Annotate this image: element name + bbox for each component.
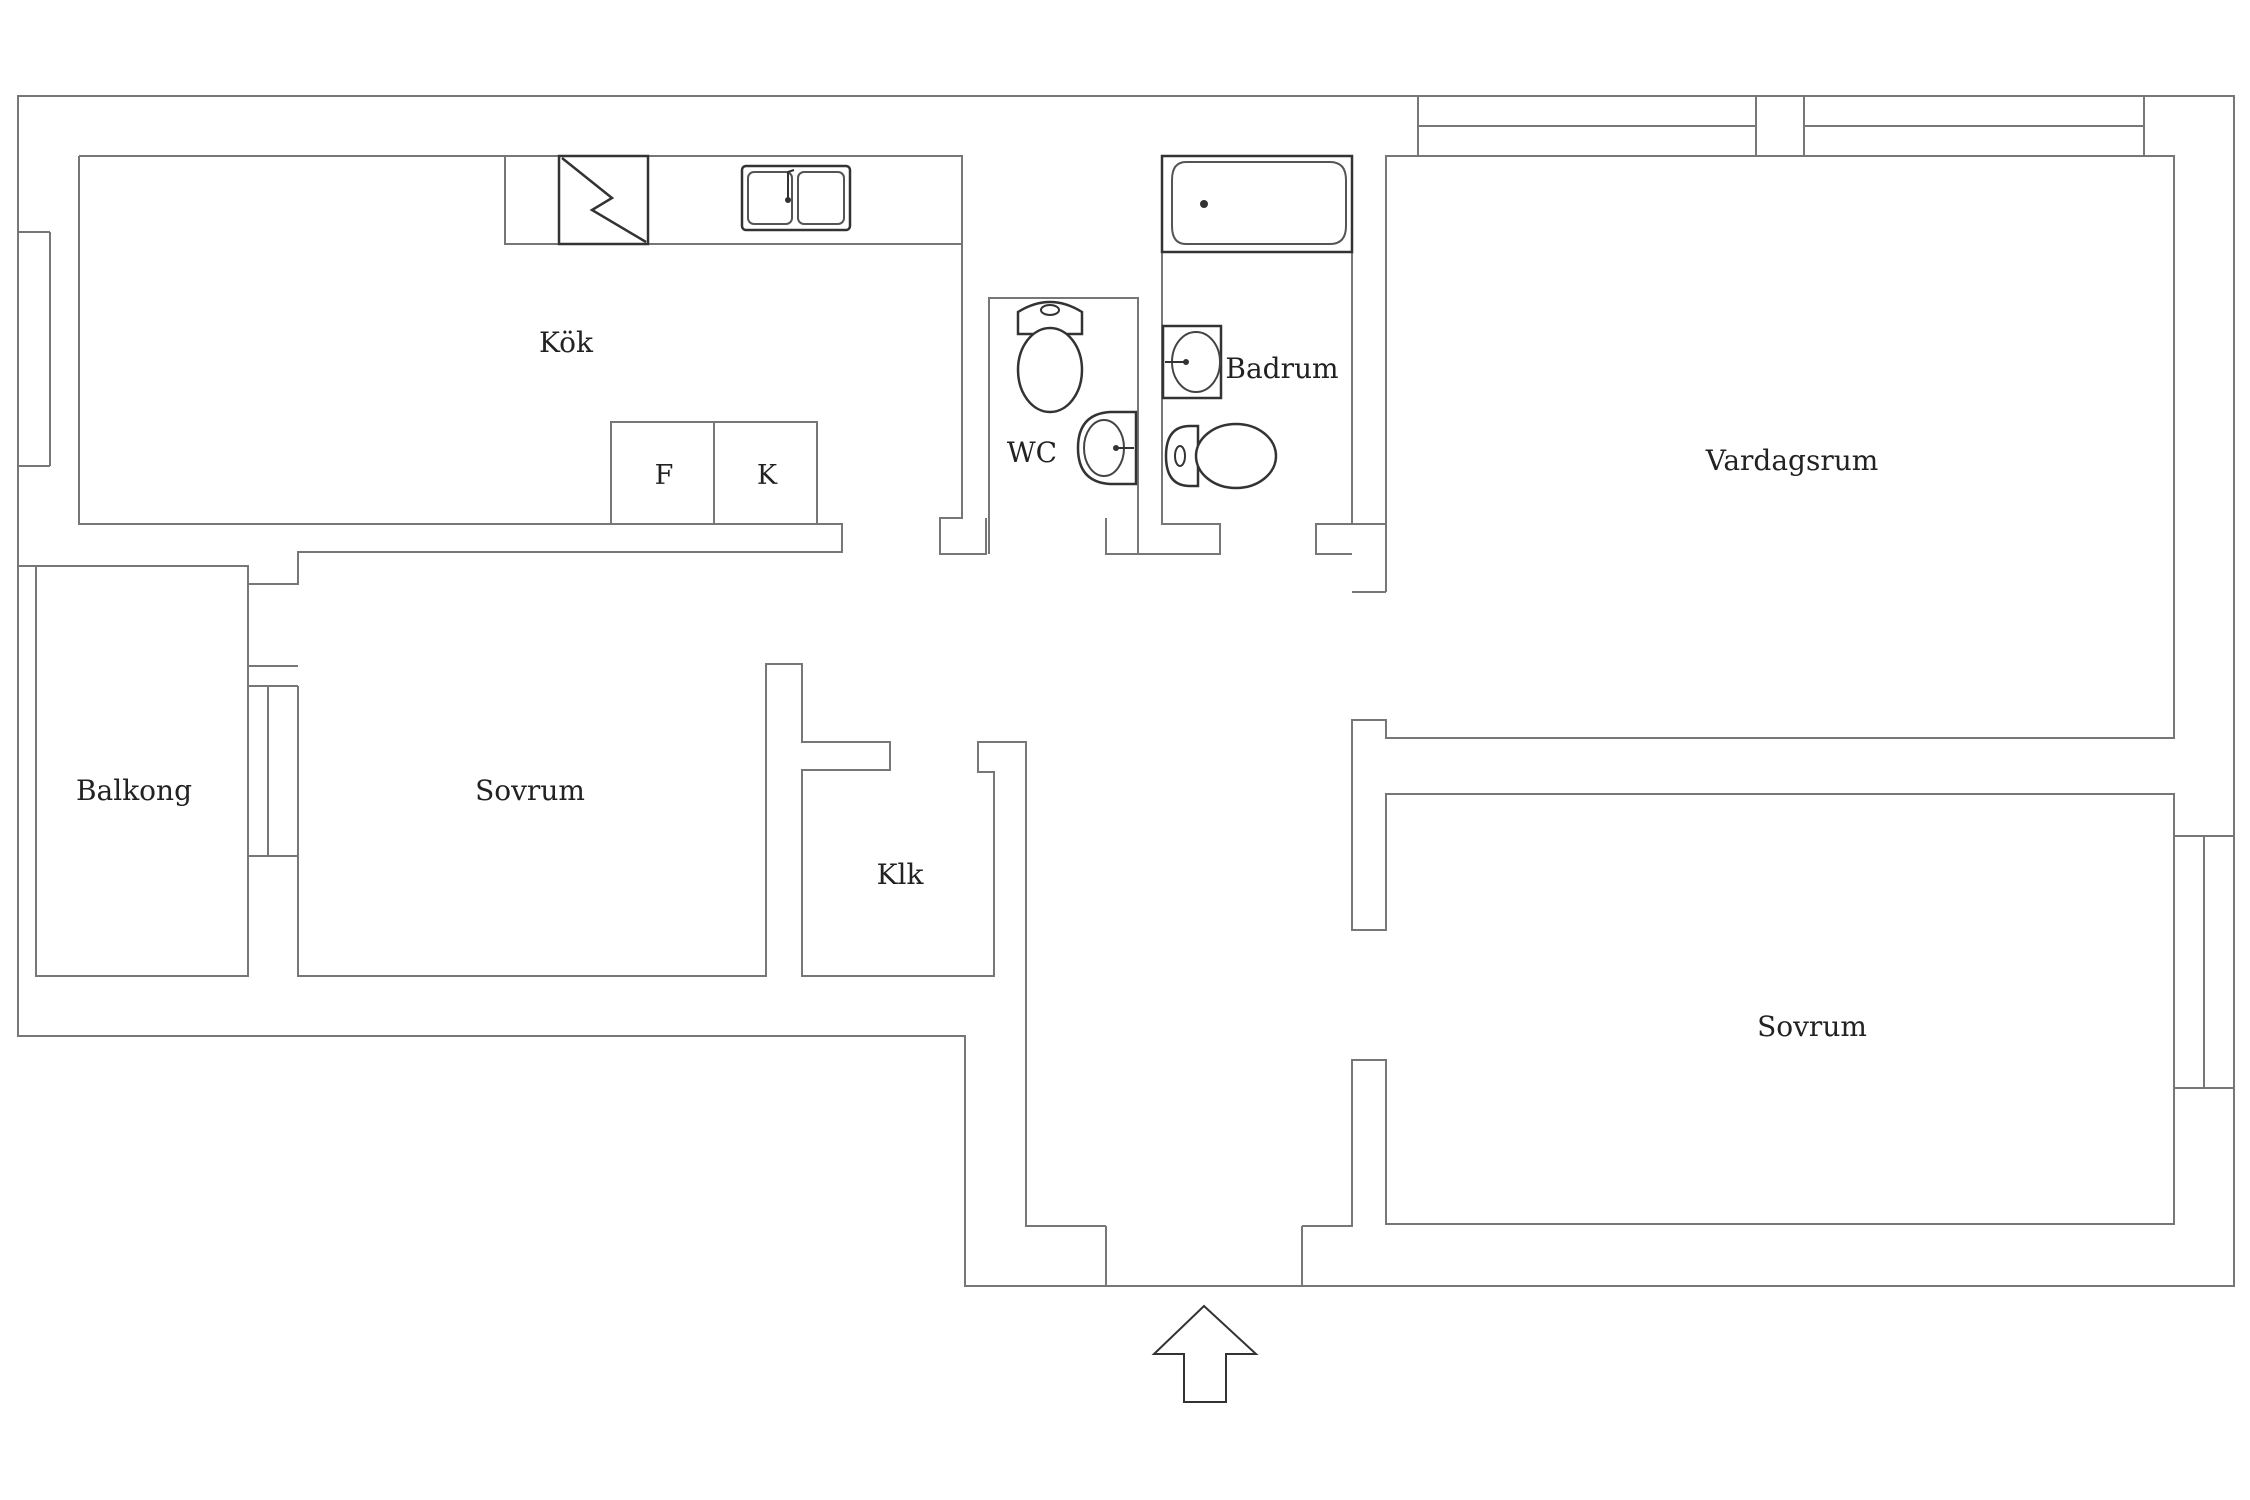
washbasin-icon xyxy=(1161,324,1223,400)
appliance-label-freezer: K xyxy=(757,460,778,491)
outer-walls xyxy=(17,95,2235,1287)
room-label-wc: WC xyxy=(1007,436,1057,469)
stove-icon xyxy=(557,154,650,246)
appliance-label-fridge: F xyxy=(655,460,674,491)
room-label-bathroom: Badrum xyxy=(1225,352,1338,385)
living-room-windows xyxy=(1417,96,2145,156)
kitchen-window xyxy=(18,231,51,467)
room-label-living-room: Vardagsrum xyxy=(1705,444,1879,477)
room-label-kitchen: Kök xyxy=(539,326,594,359)
entrance-arrow-icon xyxy=(1151,1304,1259,1403)
room-label-bedroom-2: Sovrum xyxy=(1757,1010,1867,1043)
kitchen-sink-icon xyxy=(740,164,852,232)
room-labels: Kök WC Badrum Vardagsrum Balkong Sovrum … xyxy=(76,326,1878,1043)
windows xyxy=(18,96,2234,1089)
room-label-closet: Klk xyxy=(877,858,925,891)
kitchen-counter xyxy=(504,156,962,245)
bathtub-icon xyxy=(1160,154,1354,254)
toilet-icon xyxy=(1016,300,1084,414)
washbasin-icon xyxy=(1076,410,1138,486)
wc-walls xyxy=(988,297,1139,555)
balcony-window xyxy=(248,665,298,857)
kitchen-walls xyxy=(78,155,987,585)
fridge-freezer xyxy=(610,421,818,525)
room-label-balcony: Balkong xyxy=(76,774,192,807)
toilet-icon xyxy=(1164,422,1278,490)
interior-walls xyxy=(18,155,2175,1227)
room-label-bedroom-1: Sovrum xyxy=(475,774,585,807)
bedroom-2-window xyxy=(2174,835,2234,1089)
